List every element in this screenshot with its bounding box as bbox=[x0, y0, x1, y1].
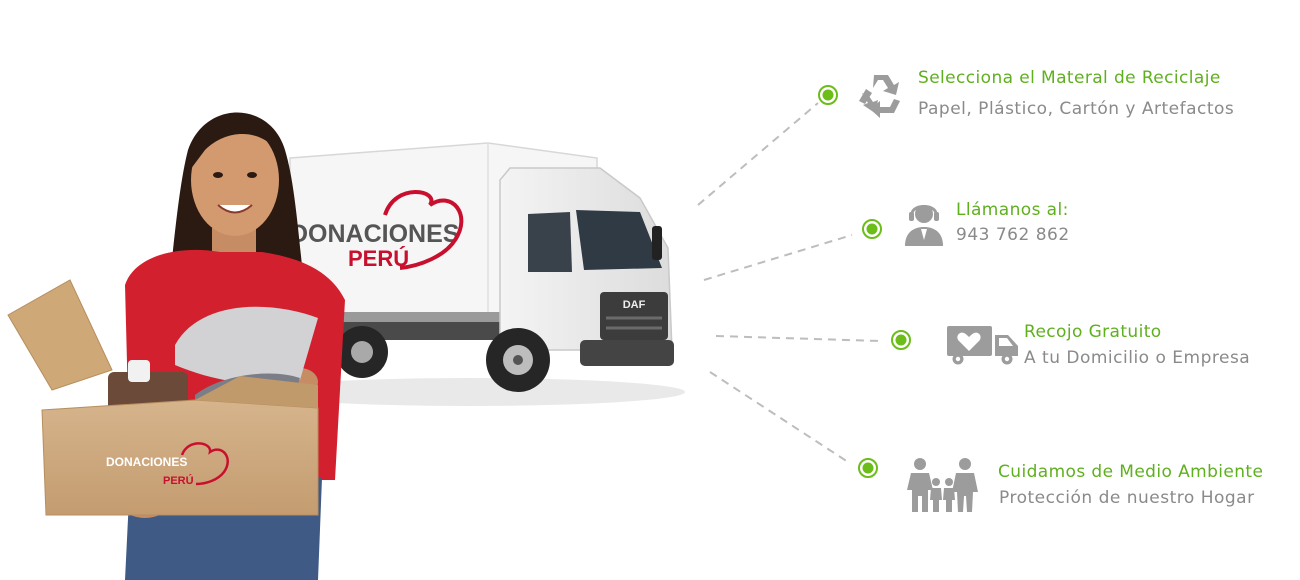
bullet-dot bbox=[818, 85, 838, 105]
delivery-truck-heart-icon bbox=[947, 326, 1018, 365]
family-icon bbox=[907, 458, 978, 512]
donation-box: DONACIONES PERÚ bbox=[7, 279, 319, 516]
truck-cab-badge: DAF bbox=[623, 299, 646, 311]
hero-illustration: DONACIONES PERÚ DAF bbox=[7, 112, 685, 580]
folded-sweater bbox=[175, 306, 318, 385]
feature-environment-subtitle: Protección de nuestro Hogar bbox=[999, 488, 1255, 508]
connector-line bbox=[715, 335, 881, 342]
feature-recycle-title: Selecciona el Materal de Reciclaje bbox=[918, 68, 1221, 88]
truck-brand-country: PERÚ bbox=[348, 246, 409, 271]
feature-call-title: Llámanos al: bbox=[956, 200, 1069, 220]
recycle-icon bbox=[859, 75, 900, 118]
box-brand-text: DONACIONES bbox=[106, 455, 187, 469]
feature-call-phone: 943 762 862 bbox=[956, 225, 1070, 245]
connector-line bbox=[703, 234, 853, 281]
box-brand-country: PERÚ bbox=[163, 474, 194, 487]
truck-brand-text: DONACIONES bbox=[290, 220, 459, 248]
connector-line bbox=[697, 102, 819, 206]
bullet-dot bbox=[858, 458, 878, 478]
feature-pickup-title: Recojo Gratuito bbox=[1024, 322, 1162, 342]
connector-line bbox=[709, 371, 849, 463]
headset-agent-icon bbox=[905, 205, 943, 246]
bullet-dot bbox=[862, 219, 882, 239]
bullet-dot bbox=[891, 330, 911, 350]
feature-environment-title: Cuidamos de Medio Ambiente bbox=[998, 462, 1264, 482]
feature-recycle-subtitle: Papel, Plástico, Cartón y Artefactos bbox=[918, 99, 1235, 119]
feature-pickup-subtitle: A tu Domicilio o Empresa bbox=[1024, 348, 1251, 368]
donation-truck: DONACIONES PERÚ DAF bbox=[289, 142, 674, 392]
